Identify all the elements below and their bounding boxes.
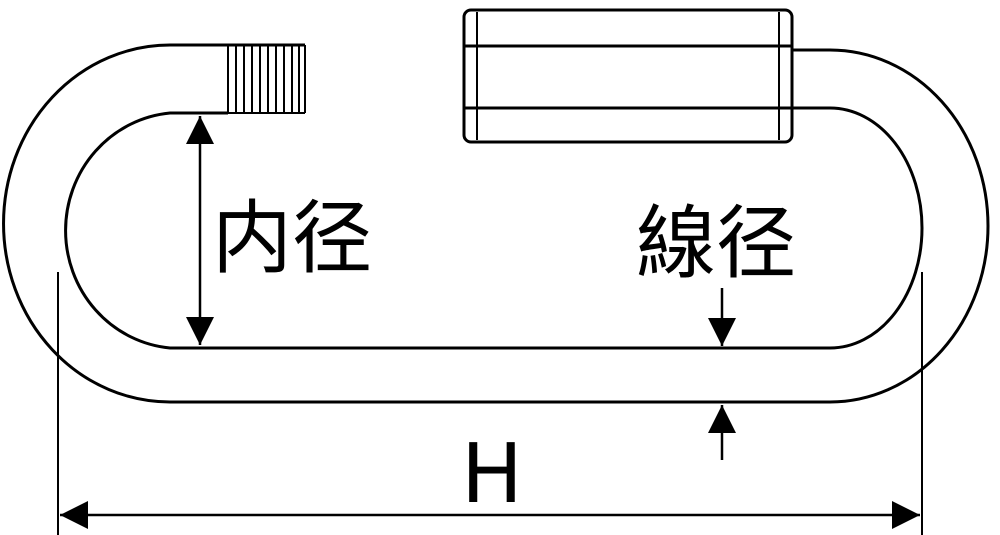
link-inner-outline (64, 106, 924, 350)
inner-diameter-label: 内径 (212, 192, 372, 285)
hex-nut (462, 8, 794, 144)
threaded-end (227, 45, 306, 114)
length-label: H (461, 427, 523, 522)
wire-diameter-label: 線径 (636, 197, 796, 290)
link-outer-outline (2, 43, 990, 404)
